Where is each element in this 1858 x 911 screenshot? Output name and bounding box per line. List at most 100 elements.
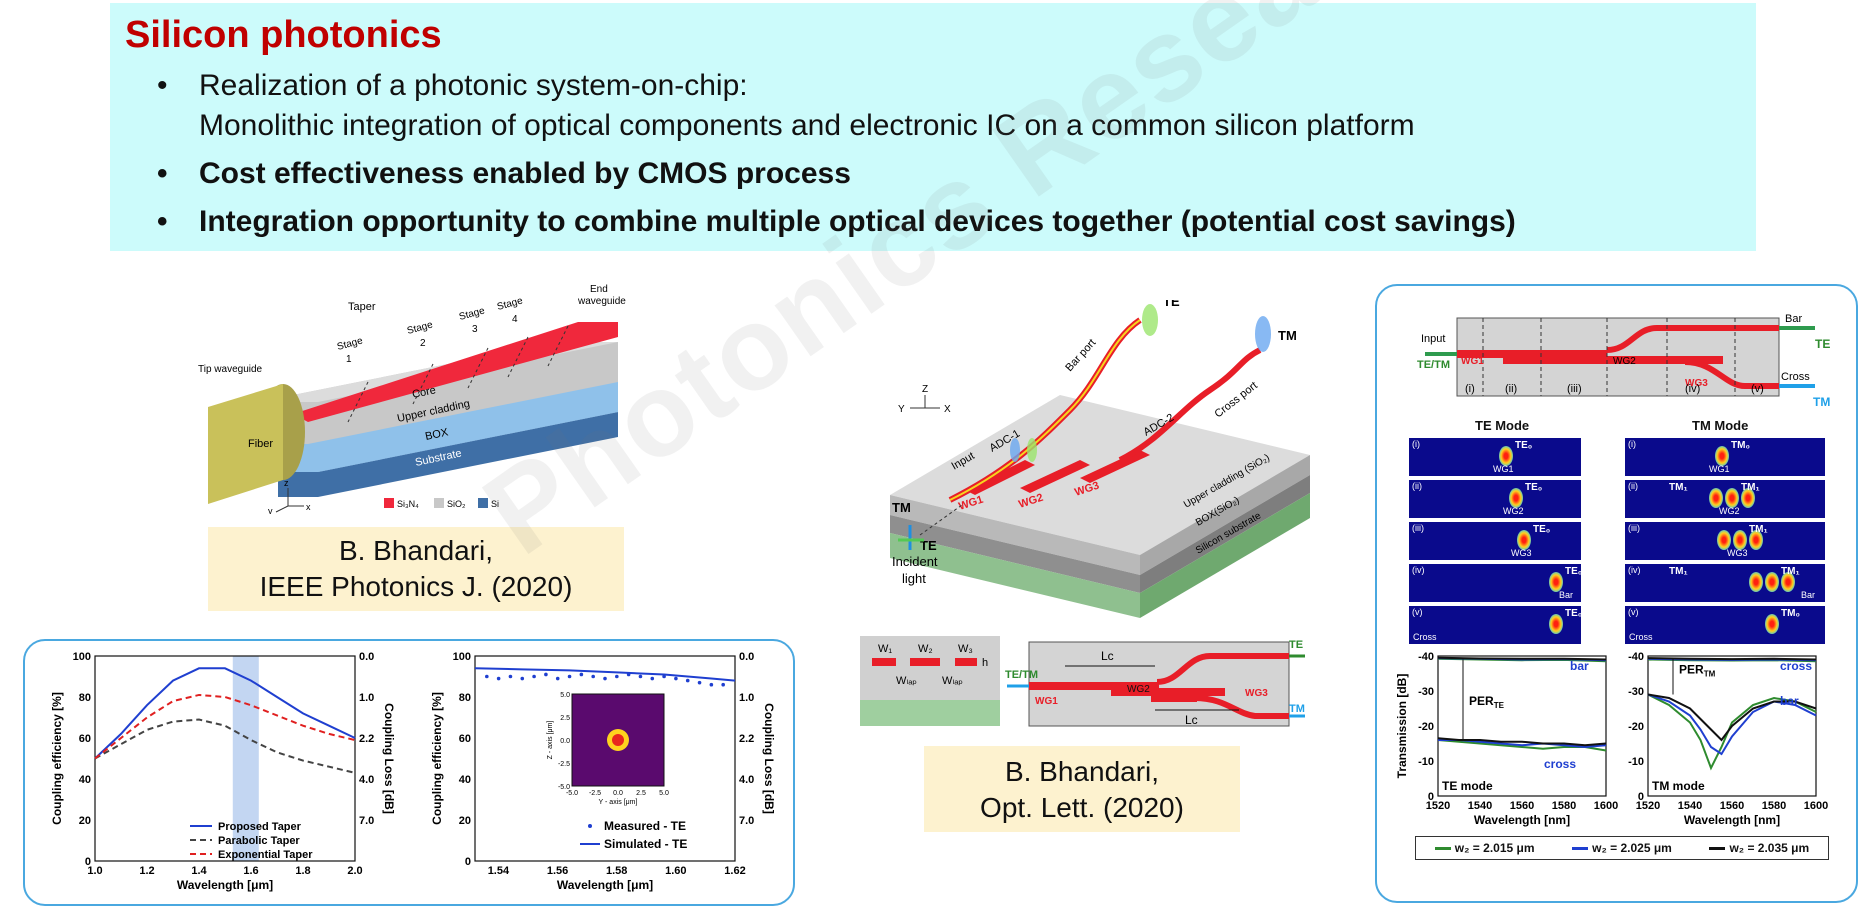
bullet-1-cont: Monolithic integration of optical compon… (157, 109, 1717, 145)
mode-spot (1749, 530, 1763, 550)
series-line (1647, 657, 1817, 661)
bar-annotation: bar (1780, 694, 1799, 708)
w2-label: W₂ (918, 643, 933, 655)
mode-panel (1375, 284, 1858, 903)
legend-swatch (1709, 846, 1726, 850)
stage4-num: 4 (512, 314, 518, 325)
te-tm-label: TE/TM (1417, 359, 1450, 371)
tile-index: (ii) (1412, 481, 1422, 491)
y-tick-label: -20 (1628, 721, 1644, 733)
mode-spot (1509, 488, 1523, 508)
y-tick-label: -20 (1418, 721, 1434, 733)
inset-x-tick: -5.0 (566, 790, 578, 797)
substrate-front (890, 533, 1140, 618)
data-point (591, 674, 595, 679)
waveguide-label: WG3 (1511, 548, 1532, 558)
bar-annotation: bar (1570, 659, 1589, 673)
x-tick-label: 1520 (1426, 800, 1450, 812)
waveguide-label: WG1 (1709, 464, 1730, 474)
legend-label: w₂ = 2.025 μm (1592, 841, 1672, 855)
tile-index: (iv) (1628, 565, 1641, 575)
stage3-num: 3 (472, 324, 478, 335)
wg2-shape (1020, 460, 1090, 493)
inset-y-tick: 2.5 (560, 715, 570, 722)
stage4-label: Stage (496, 295, 525, 313)
legend-si: Si (491, 499, 499, 509)
mode-spot (1725, 488, 1739, 508)
y-tick-label: -30 (1418, 686, 1434, 698)
taper-label: Taper (348, 301, 376, 313)
y2-tick-label: 4.0 (359, 774, 374, 786)
x-tick-label: 2.0 (347, 865, 362, 877)
box-layer (268, 382, 618, 472)
tm-label: TM (1289, 703, 1305, 715)
legend-label: Exponential Taper (218, 849, 313, 861)
plot-frame (474, 655, 736, 862)
tile-index: (v) (1412, 607, 1423, 617)
mode-spot (1549, 572, 1563, 592)
taper-3d-figure: Taper Stage 1 Stage 2 Stage 3 Stage 4 En… (198, 284, 626, 514)
substrate-layer (278, 412, 618, 497)
w3-label: W₃ (958, 643, 973, 655)
input-label: Input (1421, 333, 1445, 345)
mode-spot (1765, 614, 1779, 634)
data-point (485, 674, 489, 679)
y2-tick-label: 1.0 (359, 692, 374, 704)
axis-z: z (284, 478, 289, 488)
waveguide-label: WG2 (1719, 506, 1740, 516)
mode-label: TM₁ (1749, 524, 1768, 535)
legend-swatch (588, 824, 592, 828)
series-line (1647, 693, 1817, 756)
data-point (520, 676, 525, 681)
series-line (94, 718, 356, 774)
mode-label: TE₀ (1565, 608, 1583, 619)
wg2-label: WG2 (1127, 684, 1150, 695)
mode-label: TM₁ (1781, 566, 1800, 577)
slide-title: Silicon photonics (125, 14, 442, 56)
waveguide-label: Cross (1629, 632, 1653, 642)
legend-label: Measured - TE (604, 819, 686, 833)
y-tick-label: -10 (1628, 756, 1644, 768)
y-tick-label: 0 (465, 856, 471, 868)
data-point (674, 676, 678, 681)
cross-section-figure: W₁ W₂ W₃ h Wₗₐₚ Wₗₐₚ (860, 636, 1000, 726)
y2-tick-label: 0.0 (359, 651, 374, 663)
waveguide-label: Bar (1801, 590, 1816, 600)
series-line (474, 667, 736, 682)
axis-y: Y (898, 404, 905, 415)
waveguide-label: WG2 (1503, 506, 1524, 516)
highlight-band (232, 656, 259, 861)
series-line (1437, 737, 1607, 747)
inset-x-tick: 5.0 (659, 790, 669, 797)
box-side (1140, 475, 1310, 593)
box-front (890, 515, 1140, 593)
cross-port-path (1118, 347, 1262, 463)
x-tick-label: 1.8 (295, 865, 310, 877)
mode-spot (1517, 530, 1531, 550)
wg3-shape (1080, 450, 1150, 483)
x-tick-label: 1.4 (191, 865, 207, 877)
x-tick-label: 1.0 (87, 865, 102, 877)
axis-y: y (268, 506, 273, 514)
x-tick-label: 1.58 (606, 865, 627, 877)
w1-label: W₁ (878, 643, 892, 655)
y2-tick-label: 1.0 (739, 692, 754, 704)
section-iii: (iii) (1567, 383, 1582, 395)
legend-label: w₂ = 2.035 μm (1729, 841, 1810, 855)
end-waveguide-label1: End (590, 284, 608, 295)
x-tick-label: 1600 (1594, 800, 1618, 812)
tile-index: (iii) (1412, 523, 1424, 533)
data-point (697, 680, 702, 685)
y2-tick-label: 4.0 (739, 774, 754, 786)
mode-annotation: TM mode (1652, 779, 1705, 793)
x-axis-label: Wavelength [μm] (177, 878, 273, 892)
bullet-2: • Cost effectiveness enabled by CMOS pro… (157, 157, 1717, 193)
x-tick-label: 1560 (1720, 800, 1744, 812)
mode-spot (1717, 530, 1731, 550)
wg1-label: WG1 (1035, 696, 1058, 707)
